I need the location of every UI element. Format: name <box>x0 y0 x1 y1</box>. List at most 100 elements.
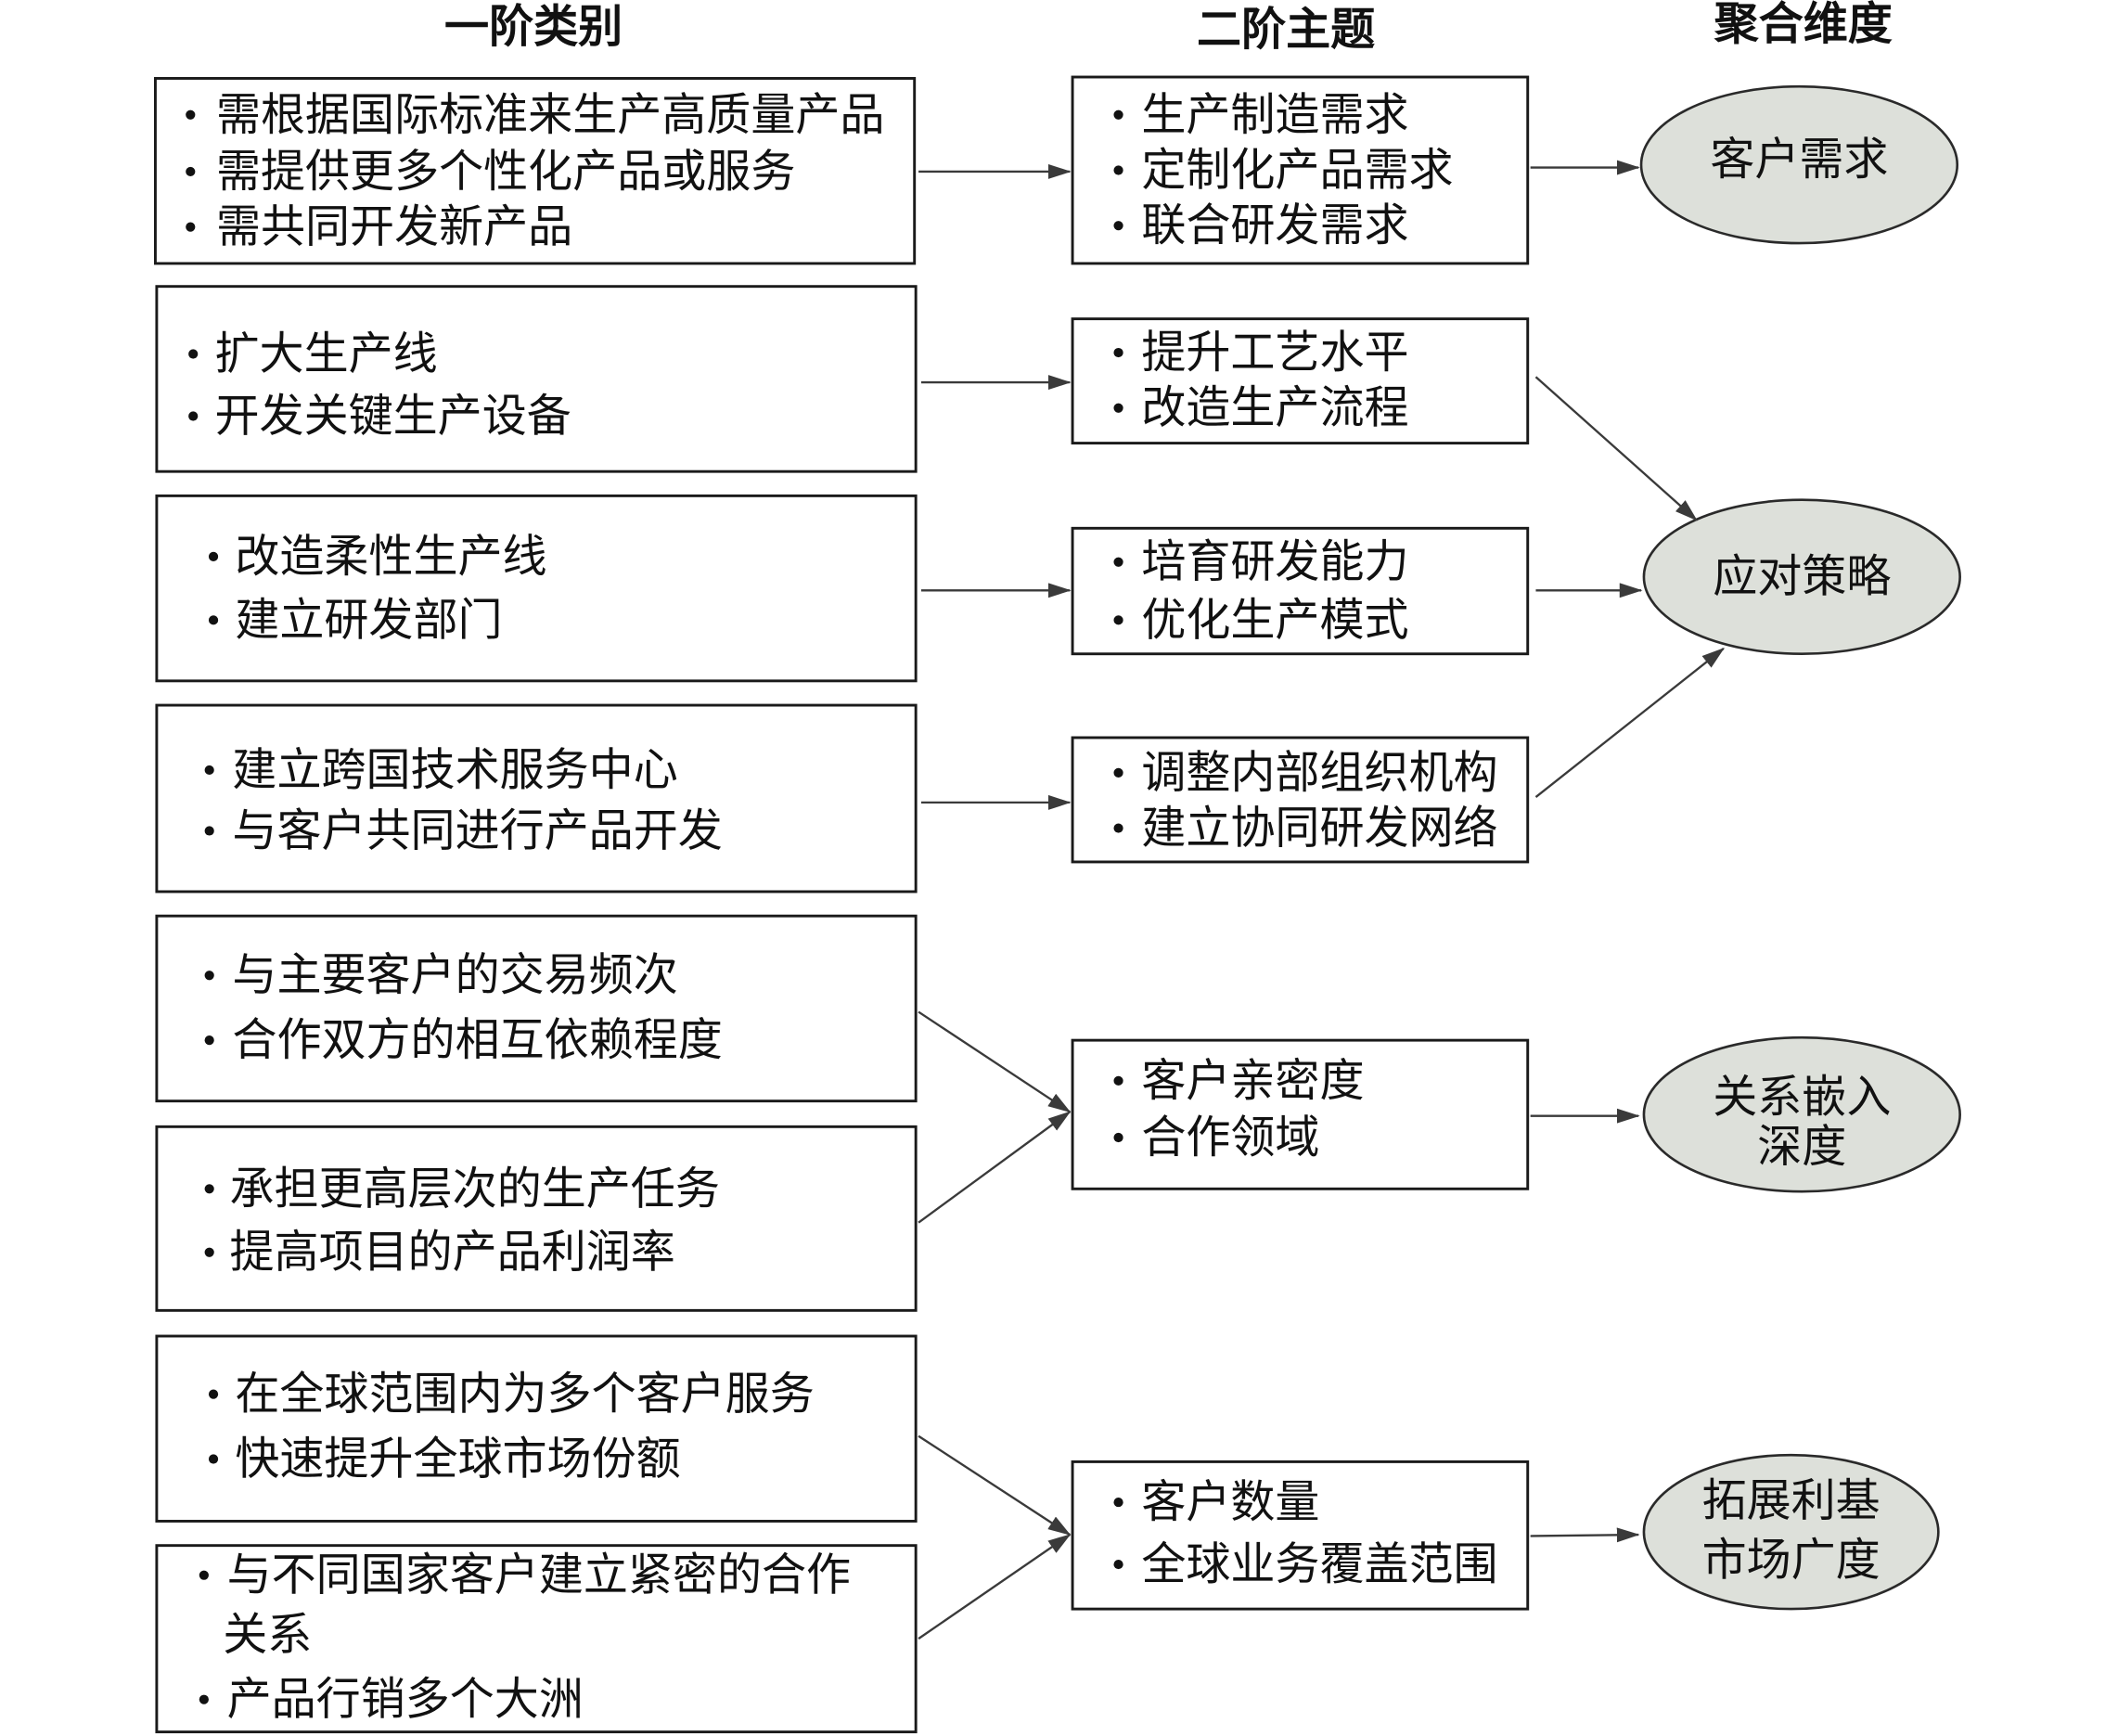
bullet-marker <box>204 826 214 836</box>
second-order-box-6: 客户数量 全球业务覆盖范围 <box>1071 1460 1530 1611</box>
box-frame <box>155 703 918 894</box>
first-order-item: 产品行销多个大洲 <box>227 1674 584 1726</box>
bullet-marker <box>204 765 214 776</box>
first-order-item-continuation: 关系 <box>223 1609 312 1661</box>
bullet-marker <box>1113 1497 1123 1508</box>
bullet-marker <box>1113 221 1123 231</box>
bullet-marker <box>1113 1559 1123 1570</box>
header-second-order: 二阶主题 <box>1197 4 1375 56</box>
bullet-marker <box>1113 557 1123 567</box>
box-frame <box>1071 1460 1530 1611</box>
first-order-item: 需提供更多个性化产品或服务 <box>216 146 795 198</box>
second-order-item: 改造生产流程 <box>1141 382 1408 434</box>
dimension-label: 市场广度 <box>1702 1535 1881 1587</box>
dimension-node-3: 关系嵌入 深度 <box>1642 1035 1961 1193</box>
first-order-box-2: 扩大生产线 开发关键生产设备 <box>155 285 918 473</box>
first-order-item: 建立跨国技术服务中心 <box>232 744 677 796</box>
dimension-node-1: 客户需求 <box>1639 84 1959 245</box>
first-order-item: 提高项目的产品利润率 <box>230 1227 675 1279</box>
bullet-marker <box>186 222 196 232</box>
bullet-marker <box>199 1570 209 1580</box>
box-frame <box>155 1334 918 1523</box>
box-frame <box>155 285 918 473</box>
second-order-item: 客户数量 <box>1141 1476 1319 1528</box>
box-frame <box>1071 736 1530 864</box>
first-order-item: 承担更高层次的生产任务 <box>230 1163 720 1215</box>
first-order-box-6: 承担更高层次的生产任务 提高项目的产品利润率 <box>155 1125 918 1312</box>
header-aggregate-dimension: 聚合维度 <box>1714 0 1893 50</box>
box-frame <box>1071 526 1530 656</box>
bullet-marker <box>208 1389 219 1399</box>
bullet-marker <box>188 349 199 359</box>
second-order-item: 提升工艺水平 <box>1141 327 1408 379</box>
dimension-node-2: 应对策略 <box>1642 498 1961 656</box>
second-order-box-4: 调整内部组织机构 建立协同研发网络 <box>1071 736 1530 864</box>
first-order-box-3: 改造柔性生产线 建立研发部门 <box>155 494 918 683</box>
bullet-marker <box>1113 823 1123 833</box>
box-frame <box>155 1125 918 1312</box>
first-order-box-1: 需根据国际标准来生产高质量产品 需提供更多个性化产品或服务 需共同开发新产品 <box>153 77 917 265</box>
second-order-item: 调整内部组织机构 <box>1141 747 1497 799</box>
first-order-box-8: 与不同国家客户建立紧密的合作 关系 产品行销多个大洲 <box>155 1544 918 1734</box>
box-frame <box>155 1544 918 1734</box>
box-frame <box>155 914 918 1103</box>
dimension-node-4: 拓展利基 市场广度 <box>1642 1453 1940 1611</box>
dimension-label: 客户需求 <box>1710 134 1888 186</box>
bullet-marker <box>208 615 219 625</box>
arrow-first-to-second <box>918 1111 1072 1224</box>
second-order-box-2: 提升工艺水平 改造生产流程 <box>1071 317 1530 445</box>
first-order-item: 合作双方的相互依赖程度 <box>232 1014 722 1066</box>
bullet-marker <box>1113 615 1123 625</box>
bullet-marker <box>1113 165 1123 175</box>
first-order-item: 快速提升全球市场份额 <box>235 1433 680 1485</box>
second-order-item: 优化生产模式 <box>1141 594 1408 646</box>
bullet-marker <box>1113 1075 1123 1086</box>
dimension-label: 应对策略 <box>1713 551 1891 603</box>
second-order-item: 生产制造需求 <box>1141 89 1408 141</box>
second-order-box-1: 生产制造需求 定制化产品需求 联合研发需求 <box>1071 75 1530 265</box>
bullet-marker <box>1113 347 1123 358</box>
box-frame <box>1071 75 1530 265</box>
first-order-item: 建立研发部门 <box>235 594 502 646</box>
header-first-order: 一阶类别 <box>444 1 623 53</box>
second-order-item: 培育研发能力 <box>1141 536 1408 588</box>
first-order-item: 开发关键生产设备 <box>215 390 571 442</box>
bullet-marker <box>204 971 214 981</box>
dimension-ellipse <box>1642 1453 1940 1611</box>
second-order-item: 建立协同研发网络 <box>1141 803 1497 855</box>
first-order-item: 需共同开发新产品 <box>216 201 572 253</box>
first-order-item: 改造柔性生产线 <box>235 531 546 583</box>
dimension-label: 深度 <box>1757 1121 1846 1173</box>
arrow-second-to-dimension <box>1534 376 1698 521</box>
first-order-item: 与不同国家客户建立紧密的合作 <box>227 1550 851 1601</box>
box-frame <box>153 77 917 265</box>
box-frame <box>155 494 918 683</box>
dimension-ellipse <box>1642 498 1961 656</box>
second-order-item: 定制化产品需求 <box>1141 144 1453 196</box>
first-order-item: 在全球范围内为多个客户服务 <box>235 1369 814 1421</box>
bullet-marker <box>208 1454 219 1464</box>
bullet-marker <box>204 1035 214 1046</box>
second-order-item: 联合研发需求 <box>1141 199 1408 251</box>
bullet-marker <box>1113 1132 1123 1143</box>
bullet-marker <box>1113 767 1123 778</box>
second-order-item: 客户亲密度 <box>1141 1055 1364 1107</box>
arrow-first-to-second <box>918 1010 1072 1113</box>
first-order-item: 需根据国际标准来生产高质量产品 <box>216 89 884 141</box>
second-order-box-5: 客户亲密度 合作领域 <box>1071 1038 1530 1190</box>
box-frame <box>1071 317 1530 445</box>
second-order-item: 合作领域 <box>1141 1112 1319 1164</box>
bullet-marker <box>186 166 196 177</box>
arrow-second-to-dimension <box>1530 1527 1640 1543</box>
second-order-item: 全球业务覆盖范围 <box>1141 1538 1497 1590</box>
first-order-item: 与主要客户的交易频次 <box>232 949 677 1001</box>
first-order-item: 与客户共同进行产品开发 <box>232 804 722 856</box>
dimension-label: 关系嵌入 <box>1713 1071 1891 1123</box>
bullet-marker <box>188 411 199 421</box>
dimension-ellipse <box>1639 84 1959 245</box>
first-order-item: 扩大生产线 <box>215 328 438 379</box>
arrow-first-to-second <box>918 1434 1072 1537</box>
bullet-marker <box>1113 109 1123 120</box>
dimension-ellipse <box>1642 1035 1961 1193</box>
first-order-box-5: 与主要客户的交易频次 合作双方的相互依赖程度 <box>155 914 918 1103</box>
